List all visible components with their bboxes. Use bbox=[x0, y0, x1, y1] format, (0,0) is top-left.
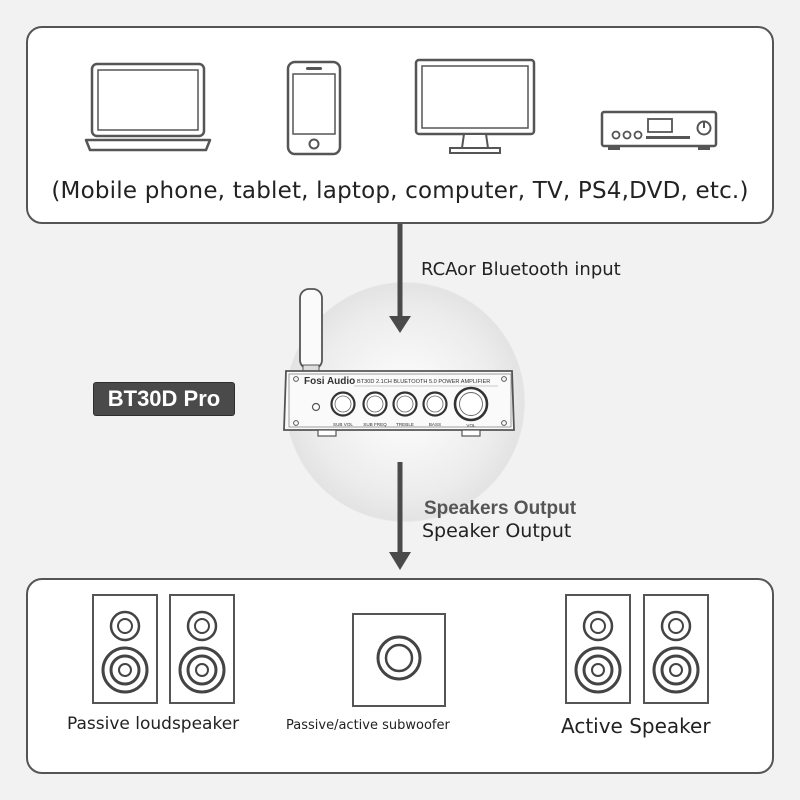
output-subheading: Speaker Output bbox=[422, 520, 572, 542]
knob-label-sub-vol: SUB VOL bbox=[333, 422, 353, 427]
knob-label-bass: BASS bbox=[429, 422, 441, 427]
passive-speaker-right-icon bbox=[169, 594, 235, 704]
output-heading: Speakers Output bbox=[424, 498, 577, 519]
active-speaker-left-icon bbox=[565, 594, 631, 704]
active-speaker-label: Active Speaker bbox=[561, 714, 711, 738]
active-speaker-right-icon bbox=[643, 594, 709, 704]
knob-sub-vol bbox=[330, 391, 356, 417]
passive-speaker-left-icon bbox=[92, 594, 158, 704]
knob-sub-freq bbox=[362, 391, 388, 417]
amp-subtitle: BT30D 2.1CH BLUETOOTH 5.0 POWER AMPLIFIE… bbox=[357, 379, 490, 385]
model-badge: BT30D Pro bbox=[94, 383, 234, 415]
knob-label-sub-freq: SUB FREQ bbox=[363, 422, 387, 427]
knob-bass bbox=[422, 391, 448, 417]
sources-caption: (Mobile phone, tablet, laptop, computer,… bbox=[51, 178, 749, 204]
knob-label-vol: VOL bbox=[466, 423, 476, 428]
knob-label-treble: TREBLE bbox=[396, 422, 414, 427]
subwoofer-label: Passive/active subwoofer bbox=[286, 718, 450, 733]
passive-speaker-label: Passive loudspeaker bbox=[67, 714, 240, 734]
monitor-icon bbox=[414, 58, 536, 154]
amplifier-device: Fosi Audio BT30D 2.1CH BLUETOOTH 5.0 POW… bbox=[283, 288, 515, 437]
knob-vol bbox=[453, 386, 489, 422]
input-arrow-head bbox=[389, 316, 411, 333]
amp-brand: Fosi Audio bbox=[304, 376, 355, 387]
subwoofer-icon bbox=[352, 613, 446, 707]
output-arrow-head bbox=[389, 552, 411, 570]
dvd-player-icon bbox=[600, 110, 718, 150]
laptop-icon bbox=[84, 62, 212, 152]
knob-treble bbox=[392, 391, 418, 417]
sources-panel: (Mobile phone, tablet, laptop, computer,… bbox=[26, 26, 774, 224]
input-label: RCAor Bluetooth input bbox=[421, 259, 621, 280]
smartphone-icon bbox=[286, 60, 342, 156]
